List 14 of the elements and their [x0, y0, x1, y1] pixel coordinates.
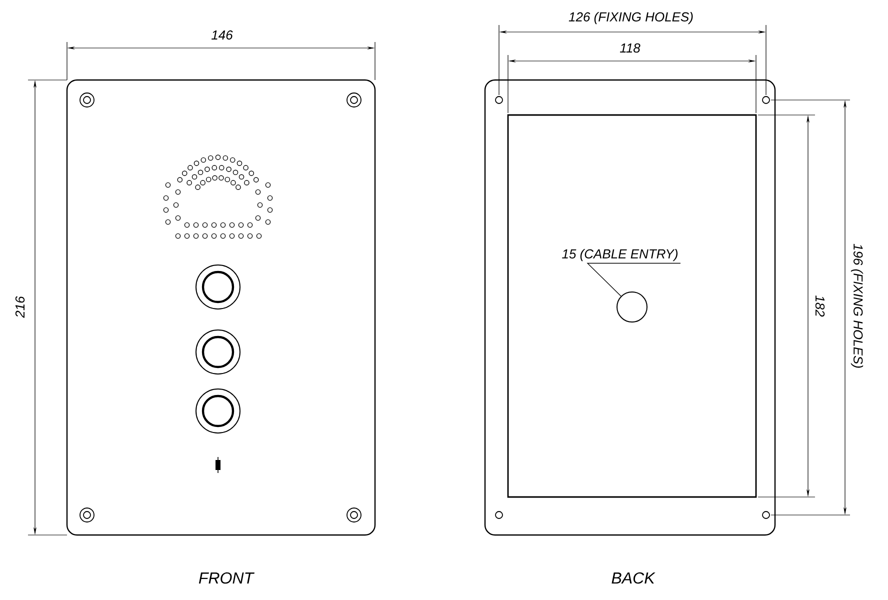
push-button	[196, 330, 240, 374]
view-title: BACK	[612, 572, 656, 584]
dimension-label: 216	[15, 296, 25, 318]
push-button	[196, 264, 240, 310]
dimension-label: 196 (FIXING HOLES)	[850, 244, 864, 368]
callout-text: 15 (CABLE ENTRY)	[562, 248, 678, 262]
dimension-label: 118	[620, 43, 640, 53]
leader-line	[586, 262, 681, 296]
cable-entry-hole	[616, 292, 648, 322]
push-button	[196, 388, 240, 434]
dimension-label: 182	[815, 296, 825, 317]
view-title: FRONT	[198, 572, 254, 584]
dimension-label: 146	[212, 30, 233, 40]
dimension-label: 126 (FIXING HOLES)	[568, 12, 693, 24]
